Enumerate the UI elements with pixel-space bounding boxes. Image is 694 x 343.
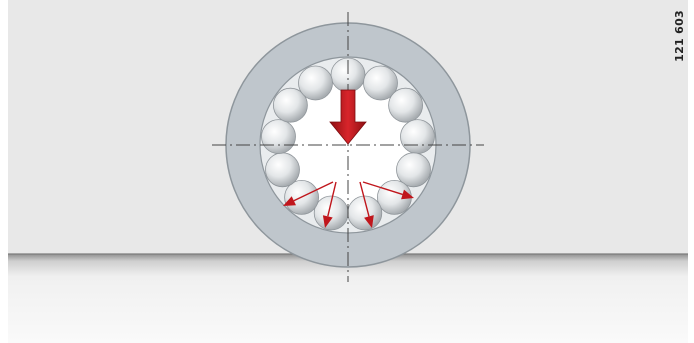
- centerlines: [212, 12, 484, 282]
- load-distribution-arrows: [283, 181, 414, 228]
- ball: [363, 65, 398, 101]
- reaction-arrow: [322, 181, 337, 228]
- ball: [400, 119, 435, 155]
- ball: [272, 87, 308, 123]
- reaction-arrow: [362, 181, 414, 200]
- ball: [261, 119, 296, 155]
- radial-load-arrow: [329, 89, 367, 145]
- reaction-arrow: [283, 181, 334, 206]
- ball: [396, 152, 431, 188]
- base-surface: [8, 254, 688, 343]
- ball: [265, 152, 300, 188]
- reaction-arrow: [359, 181, 374, 228]
- figure-id-label: 121 603: [673, 10, 686, 62]
- ball: [298, 65, 333, 101]
- ball: [388, 87, 424, 123]
